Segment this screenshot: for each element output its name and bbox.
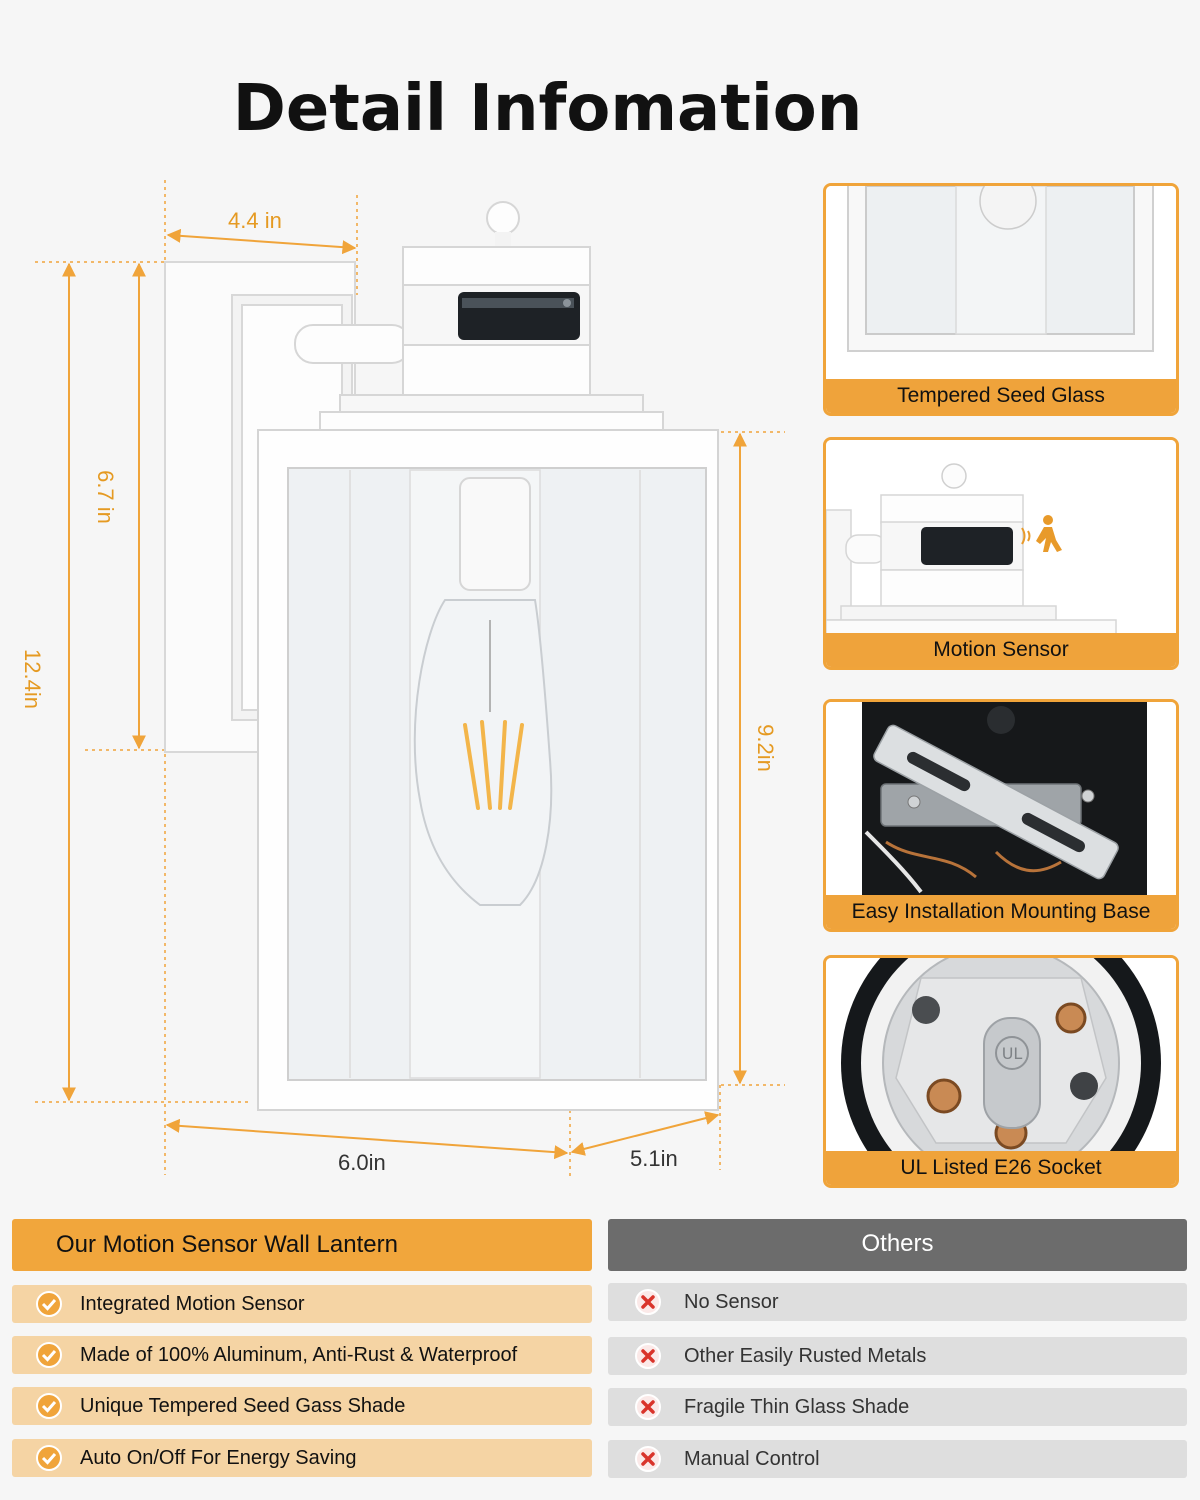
dim-lantern-height: 9.2in — [752, 724, 778, 772]
cross-icon — [635, 1394, 661, 1420]
ours-row: Made of 100% Aluminum, Anti-Rust & Water… — [12, 1336, 592, 1374]
dim-bracket-height: 6.7 in — [92, 470, 118, 524]
ul-stamp: UL — [1002, 1044, 1023, 1063]
signal-waves-icon — [1021, 527, 1031, 545]
motion-person-icon — [1036, 515, 1062, 552]
ours-row: Auto On/Off For Energy Saving — [12, 1439, 592, 1477]
sensor-closeup-image — [826, 440, 1176, 635]
dim-depth: 5.1in — [630, 1146, 678, 1171]
dim-total-height: 12.4in — [19, 649, 45, 709]
others-row: Fragile Thin Glass Shade — [608, 1388, 1187, 1426]
dim-width: 6.0in — [338, 1150, 386, 1175]
others-row: Manual Control — [608, 1440, 1187, 1478]
product-diagram — [35, 180, 785, 1180]
others-feature-text: Manual Control — [684, 1448, 820, 1470]
cross-icon — [635, 1446, 661, 1472]
feature-card-sensor: Motion Sensor — [823, 437, 1179, 670]
page-title: Detail Infomation — [232, 72, 863, 146]
feature-caption: Tempered Seed Glass — [826, 379, 1176, 413]
socket-closeup-image: UL — [826, 958, 1176, 1153]
ours-feature-text: Made of 100% Aluminum, Anti-Rust & Water… — [80, 1344, 518, 1366]
ours-row: Unique Tempered Seed Gass Shade — [12, 1387, 592, 1425]
feature-caption: Easy Installation Mounting Base — [826, 895, 1176, 929]
others-row: No Sensor — [608, 1283, 1187, 1321]
others-row: Other Easily Rusted Metals — [608, 1337, 1187, 1375]
ours-row: Integrated Motion Sensor — [12, 1285, 592, 1323]
others-feature-text: Fragile Thin Glass Shade — [684, 1396, 910, 1418]
feature-caption: Motion Sensor — [826, 633, 1176, 667]
feature-caption: UL Listed E26 Socket — [826, 1151, 1176, 1185]
dim-line-width — [165, 1118, 569, 1160]
edison-bulb — [413, 477, 553, 906]
feature-card-mounting: Easy Installation Mounting Base — [823, 699, 1179, 932]
ours-title: Our Motion Sensor Wall Lantern — [56, 1231, 398, 1258]
check-icon — [36, 1445, 62, 1471]
others-header: Others — [608, 1219, 1187, 1271]
dim-line-top-width — [166, 228, 357, 255]
mounting-base-image — [826, 702, 1176, 897]
dim-top-width: 4.4 in — [228, 208, 282, 233]
others-feature-text: Other Easily Rusted Metals — [684, 1345, 927, 1367]
ours-feature-text: Auto On/Off For Energy Saving — [80, 1447, 357, 1469]
check-icon — [36, 1291, 62, 1317]
dim-line-depth — [570, 1111, 720, 1156]
others-feature-text: No Sensor — [684, 1291, 779, 1313]
glass-closeup-image — [826, 186, 1176, 381]
cross-icon — [635, 1289, 661, 1315]
ours-feature-text: Unique Tempered Seed Gass Shade — [80, 1395, 406, 1417]
check-icon — [36, 1393, 62, 1419]
lantern-arm — [294, 324, 411, 364]
ours-header: Our Motion Sensor Wall Lantern — [12, 1219, 592, 1271]
cross-icon — [635, 1343, 661, 1369]
check-icon — [36, 1342, 62, 1368]
sensor-head — [319, 201, 664, 431]
feature-card-socket: UL UL Listed E26 Socket — [823, 955, 1179, 1188]
feature-card-glass: Tempered Seed Glass — [823, 183, 1179, 416]
ours-feature-text: Integrated Motion Sensor — [80, 1293, 305, 1315]
